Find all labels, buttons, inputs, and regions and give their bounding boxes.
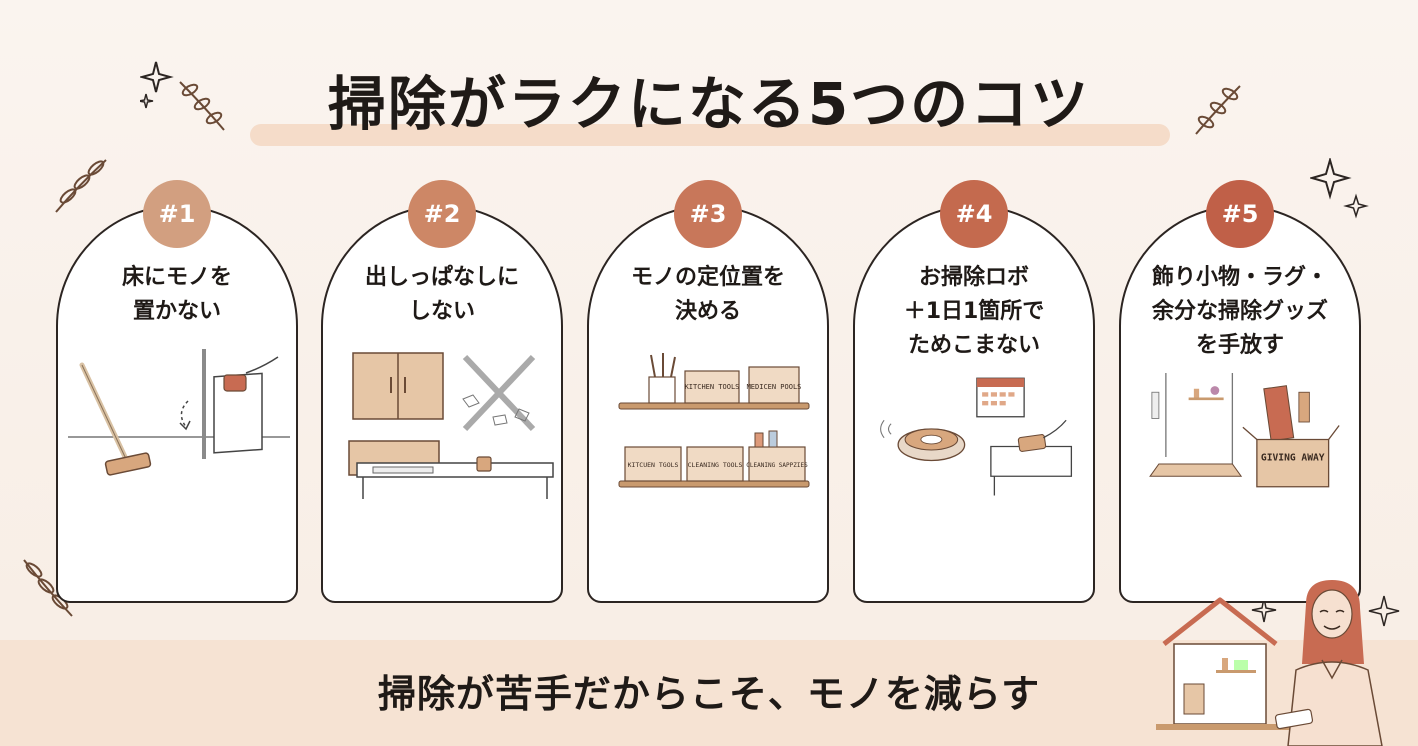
sparkle-icon bbox=[1251, 595, 1400, 627]
tip-title: 飾り小物・ラグ・ 余分な掃除グッズ を手放す bbox=[1151, 265, 1328, 358]
leaf-branch-icon bbox=[55, 159, 107, 213]
tip-card-4: お掃除ロボ ＋1日1箇所で ためこまない bbox=[853, 205, 1095, 603]
tip-title: 床にモノを 置かない bbox=[121, 265, 232, 324]
sparkle-icon bbox=[140, 61, 174, 109]
leaf-branch-icon bbox=[179, 81, 225, 131]
robot-vacuum-illustration bbox=[880, 377, 1073, 496]
leaf-branch-icon bbox=[1195, 85, 1241, 135]
header: 掃除がラクになる5つのコツ bbox=[0, 64, 1418, 144]
tip-card-3: モノの定位置を 決める KITCHEN TOOLS MEDICEN POOLS … bbox=[587, 205, 829, 603]
tip-title: お掃除ロボ ＋1日1箇所で ためこまない bbox=[903, 265, 1045, 358]
tip-badge-3: #3 bbox=[674, 180, 742, 248]
page-title: 掃除がラクになる5つのコツ bbox=[327, 70, 1091, 138]
footer-message: 掃除が苦手だからこそ、モノを減らす bbox=[377, 672, 1041, 716]
tip-badge-4: #4 bbox=[940, 180, 1008, 248]
giving-away-box-illustration: GIVING AWAY bbox=[1149, 373, 1340, 488]
label-medicine-tools: MEDICEN POOLS bbox=[747, 383, 802, 391]
title-highlight bbox=[250, 124, 1170, 146]
sparkle-icon bbox=[1310, 158, 1369, 219]
labeled-shelves-illustration: KITCHEN TOOLS MEDICEN POOLS KITCUEN TGOL… bbox=[618, 353, 810, 488]
label-cleaning-tools: CLEANING TOOLS bbox=[688, 461, 743, 469]
tip-title: 出しっぱなしに しない bbox=[364, 265, 519, 324]
label-kitchen-tools: KITCHEN TOOLS bbox=[685, 383, 740, 391]
leaf-branch-icon bbox=[23, 559, 73, 617]
tip-badge-5: #5 bbox=[1206, 180, 1274, 248]
tidy-kitchen-illustration bbox=[348, 352, 554, 499]
label-kitchen-tools-2: KITCUEN TGOLS bbox=[628, 461, 679, 469]
house-woman-illustration bbox=[1156, 580, 1383, 746]
tip-card-1: 床にモノを 置かない bbox=[56, 205, 298, 603]
tip-badge-2: #2 bbox=[408, 180, 476, 248]
tip-badge-1: #1 bbox=[143, 180, 211, 248]
tip-title: モノの定位置を 決める bbox=[630, 265, 785, 324]
tip-card-2: 出しっぱなしに しない bbox=[321, 205, 563, 603]
label-cleaning-supplies: CLEANING SAPPZIES bbox=[746, 462, 808, 469]
tip-card-5: 飾り小物・ラグ・ 余分な掃除グッズ を手放す GIVING AWAY bbox=[1119, 205, 1361, 603]
label-giving-away: GIVING AWAY bbox=[1261, 453, 1325, 464]
broom-floor-illustration bbox=[68, 349, 290, 476]
